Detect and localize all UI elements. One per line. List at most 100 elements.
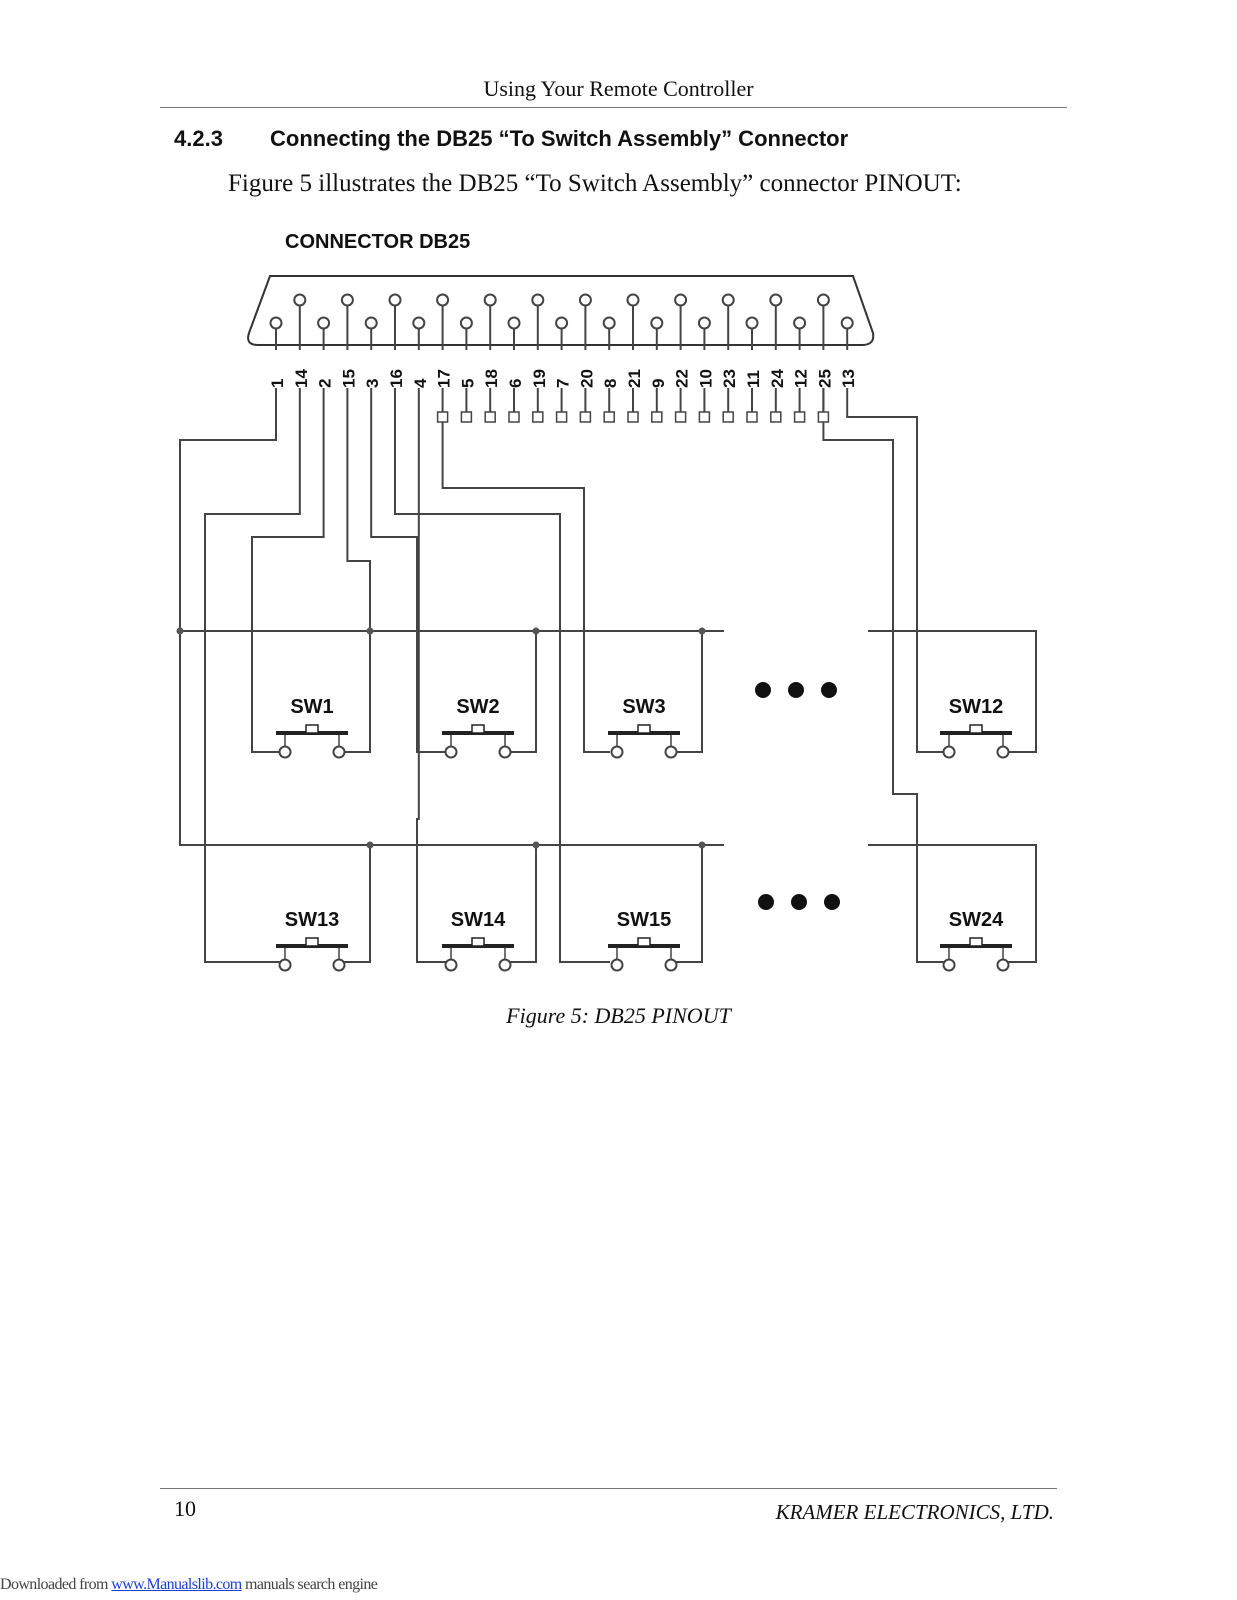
unused-pin-terminal	[722, 411, 734, 423]
switch-sw12: SW12	[940, 696, 1012, 759]
wire	[204, 388, 301, 963]
switch-plunger	[637, 937, 651, 947]
pin-socket	[340, 293, 354, 307]
switch-label: SW13	[285, 909, 339, 931]
footer-divider	[160, 1488, 1057, 1489]
switch-plunger	[637, 724, 651, 734]
ellipsis-dot	[824, 894, 840, 910]
pin-label: 24	[768, 369, 787, 388]
switch-sw14: SW14	[442, 909, 514, 972]
pin-label: 22	[673, 369, 692, 388]
ellipsis-dot	[755, 682, 771, 698]
pin-label: 3	[363, 379, 382, 388]
pin-label: 14	[292, 369, 311, 388]
unused-pin-terminal	[793, 411, 806, 423]
download-note-prefix: Downloaded from	[0, 1576, 112, 1593]
wire	[508, 631, 537, 753]
pin-socket	[602, 316, 616, 330]
pin-label: 1	[268, 379, 287, 388]
pin-socket	[745, 316, 759, 330]
junction-dot	[698, 627, 706, 635]
pin-label: 18	[482, 369, 501, 388]
junction-dot	[366, 627, 374, 635]
running-header: Using Your Remote Controller	[483, 76, 754, 101]
switch-plunger	[471, 724, 485, 734]
switch-contact	[942, 958, 956, 972]
pin-socket	[650, 316, 664, 330]
page-number: 10	[174, 1496, 196, 1521]
wire	[846, 388, 944, 753]
unused-pin-terminal	[532, 411, 544, 423]
wire	[868, 844, 1037, 963]
switch-plunger	[305, 724, 319, 734]
db25-connector-shell	[247, 275, 875, 346]
pin-label: 4	[411, 378, 430, 388]
pin-label: 8	[601, 379, 620, 388]
manualslib-link[interactable]: www.Manualslib.com	[111, 1576, 242, 1593]
pin-label: 2	[316, 379, 335, 388]
pin-socket	[459, 316, 473, 330]
header-divider	[160, 107, 1067, 108]
pin-label: 12	[792, 369, 811, 388]
download-note: Downloaded from www.Manualslib.com manua…	[0, 1576, 378, 1594]
pin-socket	[840, 316, 854, 330]
pin-label: 17	[435, 369, 454, 388]
ellipsis-dots-row-1	[755, 682, 837, 698]
switch-contact	[332, 958, 346, 972]
pin-socket	[269, 316, 283, 330]
pin-socket	[507, 316, 521, 330]
pin-socket	[626, 293, 640, 307]
pin-label: 16	[387, 369, 406, 388]
switch-contact	[996, 958, 1010, 972]
unused-pin-terminal	[436, 411, 449, 423]
unused-pin-terminal	[555, 411, 568, 423]
wire	[251, 388, 325, 753]
wire	[441, 422, 610, 753]
switch-contact	[664, 745, 678, 759]
pin-label: 11	[744, 370, 763, 388]
pin-label: 7	[554, 379, 573, 388]
switch-sw15: SW15	[608, 909, 680, 972]
switch-sw13: SW13	[276, 909, 348, 972]
switch-contact	[942, 745, 956, 759]
pin-socket	[769, 293, 783, 307]
junction-dot	[176, 627, 184, 635]
wire	[508, 845, 537, 963]
unused-pin-terminal	[579, 411, 592, 423]
wire	[674, 631, 703, 753]
unused-pin-terminal	[817, 411, 830, 423]
pin-label: 5	[458, 379, 477, 388]
pin-socket	[697, 316, 711, 330]
switch-contact	[498, 958, 512, 972]
switch-label: SW24	[949, 909, 1004, 931]
wire	[344, 845, 371, 963]
switch-contact	[444, 958, 458, 972]
wiring	[176, 388, 1037, 963]
unused-pin-terminal	[698, 411, 711, 423]
pin-label: 9	[649, 379, 668, 388]
unused-pin-terminal	[770, 411, 782, 423]
switch-contact	[610, 745, 624, 759]
company-name: KRAMER ELECTRONICS, LTD.	[775, 1500, 1054, 1524]
switch-sw3: SW3	[608, 696, 680, 759]
pin-socket	[317, 316, 331, 330]
pin-socket	[483, 293, 497, 307]
wire	[179, 388, 724, 846]
pin-label: 15	[339, 369, 358, 388]
switch-sw1: SW1	[276, 696, 348, 759]
section-number: 4.2.3	[174, 126, 223, 151]
intro-paragraph: Figure 5 illustrates the DB25 “To Switch…	[228, 170, 962, 197]
switch-plunger	[471, 937, 485, 947]
wire	[416, 388, 446, 963]
switch-contact	[664, 958, 678, 972]
switch-plunger	[969, 937, 983, 947]
pin-socket	[721, 293, 735, 307]
ellipsis-dot	[758, 894, 774, 910]
unused-pin-terminal	[603, 411, 615, 423]
pin-label: 20	[577, 369, 596, 388]
pin-label: 19	[530, 369, 549, 388]
